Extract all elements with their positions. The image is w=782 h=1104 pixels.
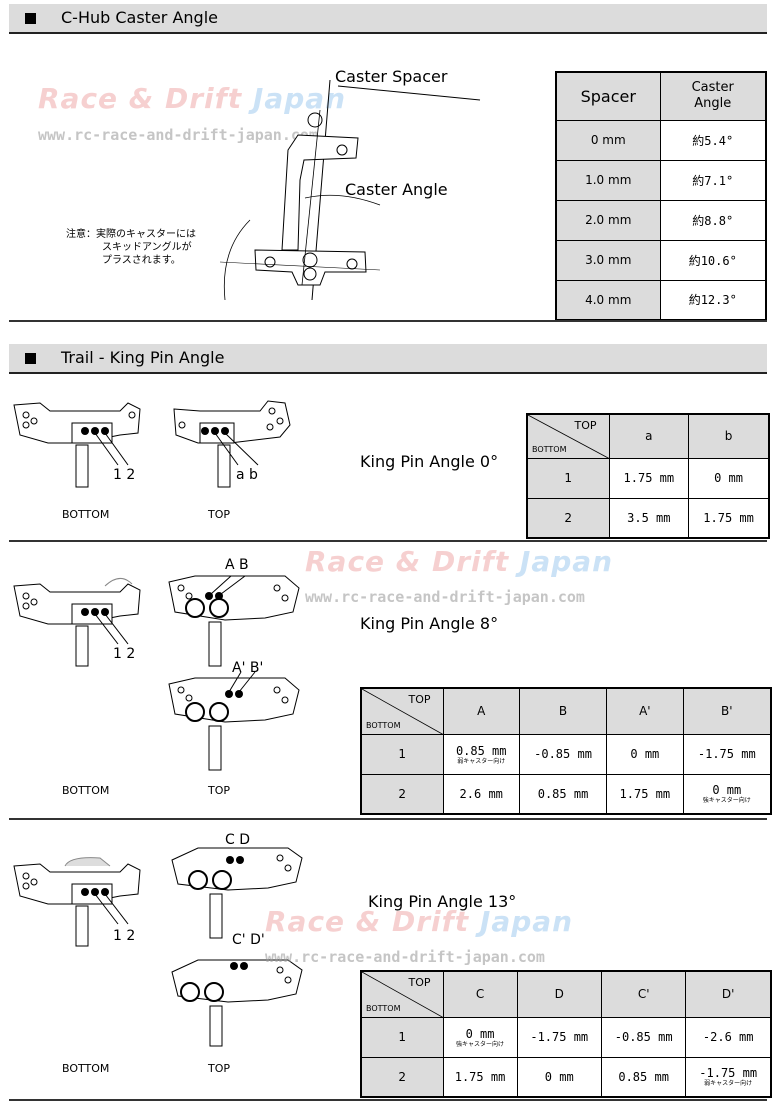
- col-header-spacer: Spacer: [555, 71, 661, 121]
- top-label: TOP: [208, 508, 231, 521]
- section-header-caster: C-Hub Caster Angle: [9, 4, 767, 34]
- col-header: B': [682, 687, 772, 735]
- divider: [9, 540, 767, 542]
- divider: [9, 1099, 767, 1101]
- note-line: プラスされます。: [102, 255, 181, 266]
- section-title: Trail - King Pin Angle: [61, 348, 225, 367]
- kp0-title: King Pin Angle 0°: [360, 452, 499, 471]
- top-hole-labels: A' B': [232, 660, 264, 676]
- top-hole-labels: a b: [236, 467, 258, 483]
- divider: [9, 320, 767, 322]
- bottom-hole-labels: 1 2: [113, 467, 136, 483]
- bottom-label: BOTTOM: [62, 508, 110, 521]
- top-label: TOP: [208, 784, 231, 797]
- bottom-label: BOTTOM: [62, 1062, 110, 1075]
- caster-note: 注意：実際のキャスターには スキッドアングルが プラスされます。: [66, 228, 196, 267]
- watermark-logo: Race & Drift Japan: [305, 545, 614, 578]
- watermark-url: www.rc-race-and-drift-japan.com: [265, 948, 545, 966]
- watermark-logo: Race & Drift Japan: [265, 905, 574, 938]
- watermark-url: www.rc-race-and-drift-japan.com: [305, 588, 585, 606]
- kp0-hub-diagrams: [13, 400, 291, 488]
- col-header: D': [685, 970, 772, 1018]
- bullet-square-icon: [25, 353, 36, 364]
- caster-hub-illustration: [219, 79, 481, 301]
- kp13-title: King Pin Angle 13°: [368, 892, 517, 911]
- kp8-hub-diagrams: [13, 575, 300, 771]
- col-header: A': [606, 687, 684, 735]
- bottom-hole-labels: 1 2: [113, 928, 136, 944]
- col-header: a: [608, 413, 690, 459]
- divider: [9, 818, 767, 820]
- section-title: C-Hub Caster Angle: [61, 8, 218, 27]
- top-hole-labels: C D: [225, 832, 251, 848]
- bottom-label: BOTTOM: [62, 784, 110, 797]
- bottom-hole-labels: 1 2: [113, 646, 136, 662]
- note-line: 注意：実際のキャスターには: [66, 229, 196, 240]
- top-hole-labels: C' D': [232, 932, 265, 948]
- top-label: TOP: [208, 1062, 231, 1075]
- caster-spacer-label: Caster Spacer: [335, 67, 448, 86]
- col-header: B: [518, 687, 608, 735]
- kp13-hub-diagrams: [13, 847, 303, 1047]
- watermark-url: www.rc-race-and-drift-japan.com: [38, 126, 318, 144]
- col-header: D: [516, 970, 602, 1018]
- col-header: C: [442, 970, 518, 1018]
- bullet-square-icon: [25, 13, 36, 24]
- col-header: b: [688, 413, 770, 459]
- note-line: スキッドアングルが: [102, 242, 192, 253]
- caster-angle-label: Caster Angle: [345, 180, 448, 199]
- kp8-title: King Pin Angle 8°: [360, 614, 499, 633]
- col-header: C': [600, 970, 687, 1018]
- top-hole-labels: A B: [225, 557, 249, 573]
- section-header-trail: Trail - King Pin Angle: [9, 344, 767, 374]
- col-header: A: [442, 687, 520, 735]
